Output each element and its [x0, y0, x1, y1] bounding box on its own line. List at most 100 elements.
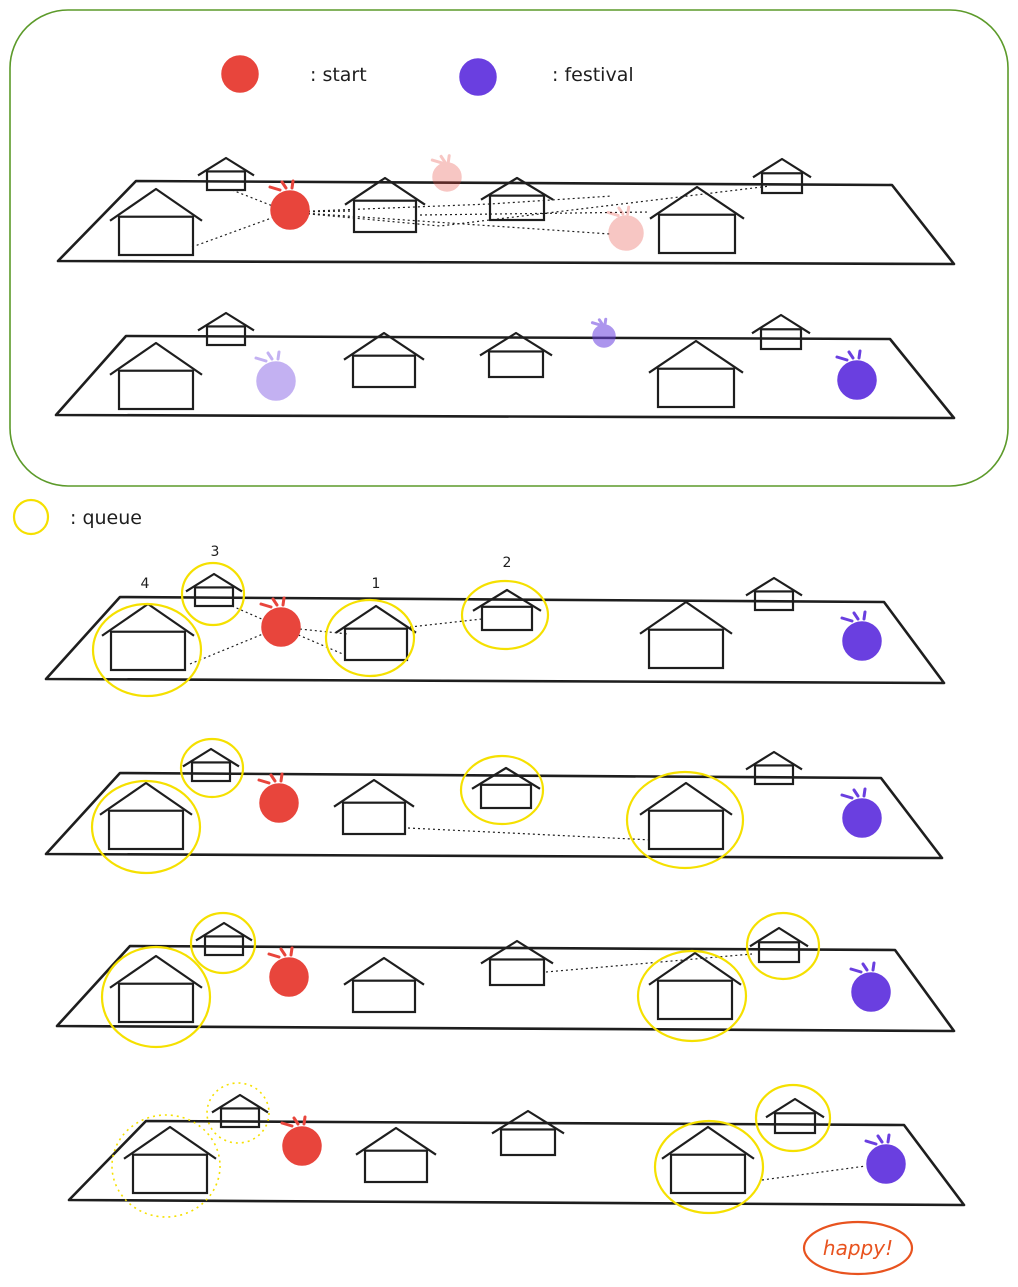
house-roof [480, 176, 554, 201]
house [480, 176, 554, 222]
queue-ring [459, 754, 545, 826]
route-line [287, 211, 611, 235]
house-wall [753, 764, 795, 786]
house-roof [335, 604, 417, 634]
house-wall [647, 628, 725, 670]
start-dot [259, 596, 301, 647]
start-dot-fill [270, 190, 310, 230]
house [333, 778, 415, 836]
house-wall [190, 761, 232, 783]
motion-tick [886, 1133, 891, 1144]
house-roof [480, 939, 554, 965]
queue-ring [625, 770, 745, 870]
step-number-1: 1 [372, 576, 381, 592]
house-roof [745, 750, 803, 771]
house-roof [355, 1126, 437, 1156]
house-roof [333, 778, 415, 808]
house-wall [341, 801, 407, 836]
house [109, 187, 203, 257]
queue-ring-dashed [111, 1114, 221, 1218]
house-wall [669, 1153, 747, 1195]
house-wall [480, 605, 534, 632]
queue-ring [180, 561, 246, 627]
house-roof [491, 1109, 565, 1135]
house-roof [185, 572, 243, 593]
start-dot [267, 946, 309, 997]
motion-tick [852, 611, 860, 621]
motion-tick [857, 349, 862, 360]
route-line [287, 195, 613, 213]
street-1 [56, 179, 956, 266]
house-roof [344, 176, 426, 206]
motion-tick [597, 318, 605, 328]
top-frame [9, 9, 1009, 487]
house-roof [471, 766, 541, 790]
house-roof [195, 921, 253, 942]
house [471, 766, 541, 810]
legend-start-label: : start [310, 64, 367, 86]
legend-queue-ring [12, 498, 50, 536]
house-roof [123, 1125, 217, 1160]
house [751, 313, 811, 351]
motion-tick [852, 788, 860, 798]
motion-tick [267, 952, 281, 959]
house [195, 921, 253, 957]
house-wall [488, 194, 546, 222]
house-wall [219, 1107, 261, 1129]
queue-ring [189, 911, 257, 975]
motion-tick [617, 206, 625, 216]
house-roof [648, 339, 744, 374]
motion-tick [430, 158, 444, 165]
start-ghost-dot [430, 154, 462, 192]
house [335, 604, 417, 662]
house [649, 185, 745, 255]
motion-tick [876, 1134, 884, 1144]
house [182, 747, 240, 783]
house-roof [661, 1125, 755, 1160]
motion-tick [290, 179, 295, 190]
house-wall [656, 979, 734, 1021]
house-roof [109, 187, 203, 222]
house [752, 157, 812, 195]
house-wall [351, 354, 417, 389]
house-wall [757, 941, 801, 964]
motion-tick [266, 351, 274, 361]
step-number-3: 3 [211, 544, 220, 560]
house-wall [107, 809, 185, 851]
step-number-2: 2 [503, 555, 512, 571]
house-wall [657, 213, 737, 255]
motion-tick [280, 1121, 294, 1128]
house [99, 781, 193, 851]
house [123, 1125, 217, 1195]
house-roof [109, 954, 203, 989]
legend-festival-dot-fill [459, 58, 497, 96]
route-line [419, 211, 651, 216]
festival-dot [864, 1133, 906, 1184]
motion-tick [281, 596, 286, 607]
house [343, 956, 425, 1014]
house [197, 156, 255, 192]
house [185, 572, 243, 608]
motion-tick [849, 967, 863, 974]
motion-tick [279, 772, 284, 783]
street-3 [44, 595, 946, 685]
house [745, 750, 803, 786]
festival-dot [840, 787, 882, 838]
house-roof [99, 781, 193, 816]
house [648, 339, 744, 409]
happy-label: happy! [823, 1236, 893, 1260]
house-roof [343, 331, 425, 361]
house-roof [211, 1093, 269, 1114]
legend-start-dot [221, 55, 259, 93]
house-wall [647, 809, 725, 851]
street-2 [54, 334, 956, 420]
house-wall [343, 627, 409, 662]
queue-ring [754, 1083, 832, 1153]
house-roof [765, 1097, 825, 1119]
house-roof [343, 956, 425, 986]
festival-dot-fill [851, 972, 891, 1012]
festival-dot [835, 349, 877, 400]
house-roof [472, 588, 542, 612]
house-roof [648, 951, 742, 986]
